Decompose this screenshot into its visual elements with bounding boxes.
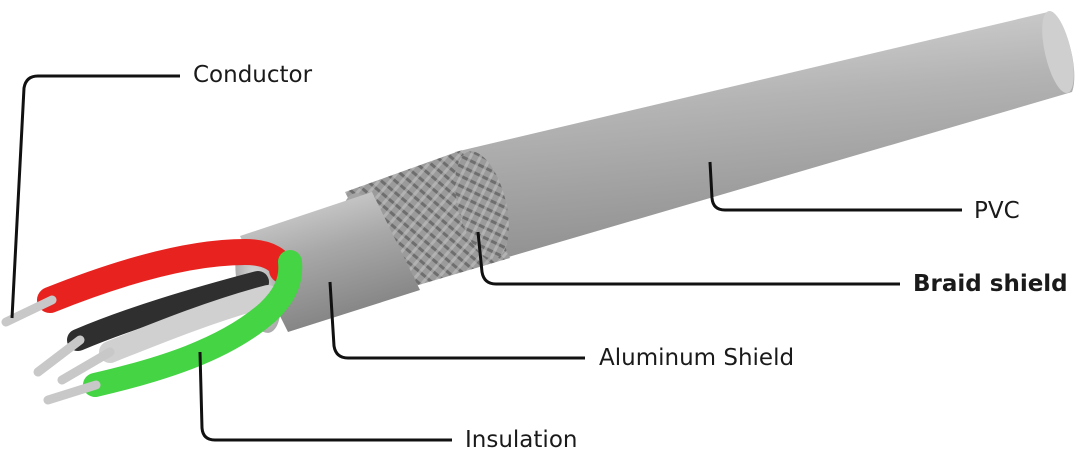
- label-conductor: Conductor: [193, 62, 313, 88]
- leader-aluminum-shield: [328, 281, 585, 360]
- label-pvc: PVC: [974, 198, 1020, 224]
- green-wire: [83, 250, 303, 397]
- leader-conductor: [10, 74, 180, 319]
- black-wire: [67, 271, 269, 351]
- conductor-white: [57, 347, 115, 385]
- label-insulation: Insulation: [465, 427, 578, 453]
- leader-pvc: [708, 161, 962, 212]
- label-aluminum-shield: Aluminum Shield: [599, 345, 795, 371]
- leader-insulation: [198, 351, 452, 442]
- leader-braid-shield: [476, 231, 900, 286]
- pvc-jacket: [455, 12, 1075, 258]
- braid-shield-ring: [455, 151, 509, 259]
- red-wire: [37, 238, 295, 313]
- conductor-black: [33, 335, 85, 377]
- label-braid-shield: Braid shield: [913, 271, 1068, 297]
- pvc-jacket-end: [1042, 10, 1074, 94]
- conductor-red: [1, 295, 57, 327]
- white-wire: [99, 285, 279, 363]
- conductor-green: [43, 380, 101, 405]
